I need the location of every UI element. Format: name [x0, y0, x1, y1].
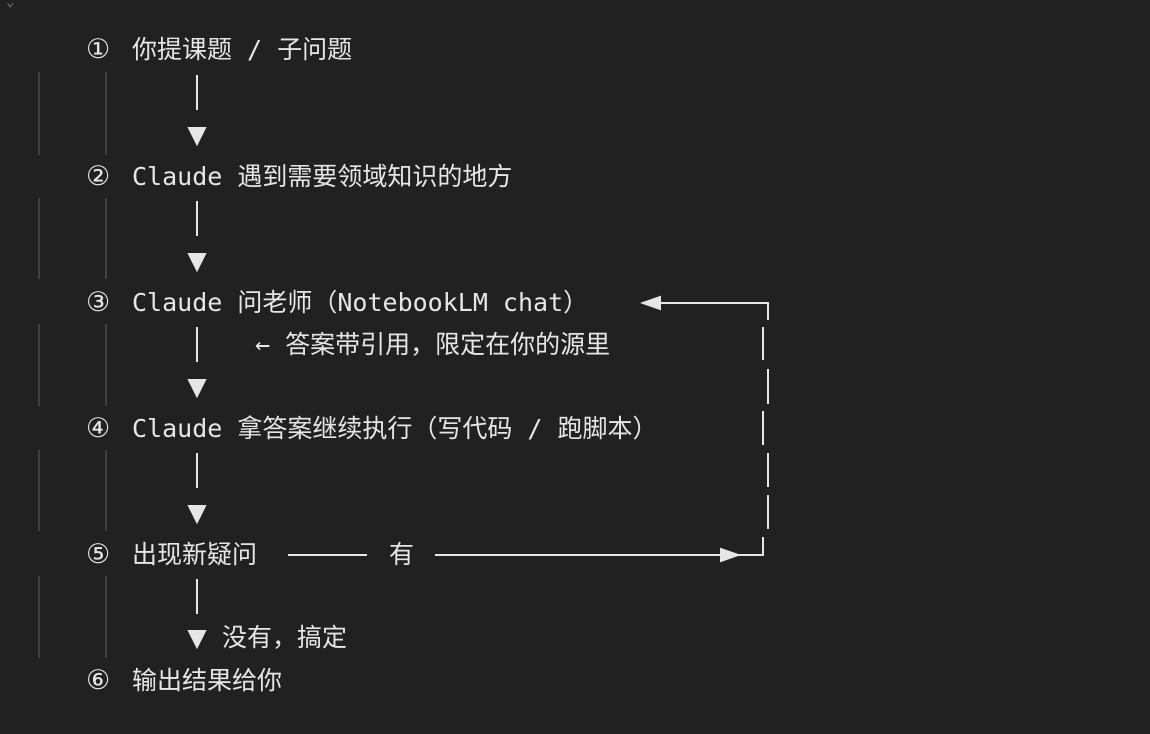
step-text: 出现新疑问	[132, 540, 258, 569]
step-number: ④	[86, 413, 111, 444]
arrow-left-icon	[639, 295, 661, 311]
step-number: ⑤	[86, 539, 111, 570]
no-label: 没有，搞定	[222, 623, 348, 652]
fold-chevron-icon[interactable]: ⌄	[6, 0, 15, 10]
step-number: ③	[86, 287, 111, 318]
answer-note: ← 答案带引用，限定在你的源里	[255, 330, 611, 359]
arrow-down-icon	[187, 630, 207, 650]
step-number: ①	[86, 34, 111, 65]
step-text: Claude 问老师（NotebookLM chat）	[132, 288, 589, 317]
step-number: ⑥	[86, 665, 111, 696]
arrow-right-icon	[720, 547, 742, 563]
arrow-down-icon	[187, 505, 207, 525]
arrow-down-icon	[187, 127, 207, 147]
step-number: ②	[86, 161, 111, 192]
step-text: Claude 拿答案继续执行（写代码 / 跑脚本）	[132, 414, 658, 443]
step-text: 你提课题 / 子问题	[132, 35, 353, 64]
loop-line-bottom	[730, 537, 764, 556]
loop-line-top	[655, 302, 769, 320]
step-text: 输出结果给你	[132, 666, 283, 695]
yes-label: 有	[389, 540, 415, 569]
arrow-down-icon	[187, 379, 207, 399]
indent-guides	[38, 72, 107, 658]
step-text: Claude 遇到需要领域知识的地方	[132, 162, 513, 191]
arrow-down-icon	[187, 253, 207, 273]
